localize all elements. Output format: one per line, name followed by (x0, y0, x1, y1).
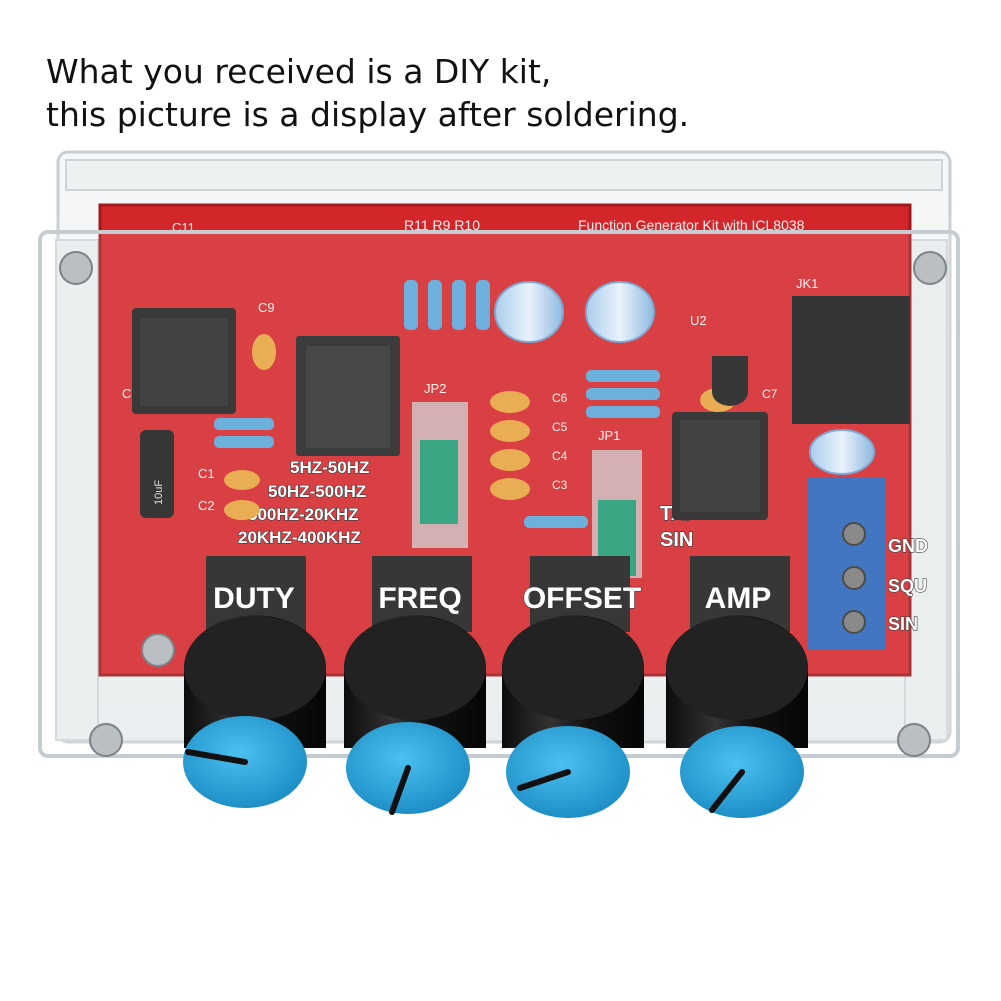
range-label-3: 500HZ-20KHZ (248, 505, 359, 524)
caption-line-1: What you received is a DIY kit, (46, 52, 552, 91)
electrolytic-capacitors: 10uF (140, 281, 875, 518)
resistor-r2 (214, 436, 274, 448)
resistor-r1 (214, 418, 274, 430)
resistor-r4 (586, 388, 660, 400)
range-label-1: 5HZ-50HZ (290, 458, 369, 477)
regulator-u2 (712, 356, 748, 406)
electrolytic-cap-3 (809, 429, 875, 475)
terminal-label-squ: SQU (888, 576, 927, 596)
screw-icon (897, 723, 931, 757)
knob-offset[interactable] (502, 615, 644, 818)
ceramic-cap-c5 (490, 420, 530, 442)
resistors (214, 280, 660, 528)
jumper-jp2 (420, 440, 458, 524)
pcb: Function Generator Kit with ICL8038 R11 … (98, 203, 929, 677)
ic-icl8038 (296, 336, 400, 456)
knob-freq[interactable] (344, 615, 486, 815)
range-label-2: 50HZ-500HZ (268, 482, 366, 501)
board-title: Function Generator Kit with ICL8038 (578, 217, 805, 233)
ceramic-cap-c9 (252, 334, 276, 370)
resistor-r9 (428, 280, 442, 330)
knob-offset-rim (502, 616, 644, 720)
knob-freq-pointer (389, 765, 411, 815)
terminal-screw-3 (842, 610, 866, 634)
knob-amp-pointer (709, 769, 745, 813)
ic-u1-top (140, 318, 228, 406)
label-c5: C5 (552, 420, 568, 434)
wave-label-sin: SIN (660, 529, 693, 551)
knob-duty-rim (184, 616, 326, 720)
caption-line-2: this picture is a display after solderin… (46, 95, 690, 134)
resistor-r6 (524, 516, 588, 528)
terminal-label-gnd: GND (888, 536, 928, 556)
knob-label-amp: AMP (705, 582, 772, 615)
label-c6: C6 (552, 391, 568, 405)
ceramic-cap-c4 (490, 449, 530, 471)
screw-icon (89, 723, 123, 757)
knob-label-duty: DUTY (213, 582, 295, 615)
ceramic-cap-c1 (224, 470, 260, 490)
knob-label-offset: OFFSET (523, 582, 641, 615)
acrylic-front-plate (38, 230, 960, 758)
resistor-r11 (404, 280, 418, 330)
screw-icon (59, 251, 93, 285)
ceramic-cap-c6 (490, 391, 530, 413)
electrolytic-cap-1 (494, 281, 564, 343)
label-c3: C3 (552, 478, 568, 492)
knob-duty[interactable] (183, 615, 326, 808)
label-c7: C7 (762, 387, 778, 401)
acrylic-top-edge (65, 159, 943, 191)
screw-icon (913, 251, 947, 285)
ic-u1 (132, 308, 236, 414)
terminal-block: GND SQU SIN (808, 478, 929, 650)
ceramic-cap-c2 (224, 500, 260, 520)
caption: What you received is a DIY kit, this pic… (46, 50, 689, 136)
ceramic-cap-c3 (490, 478, 530, 500)
knob-amp[interactable] (666, 615, 808, 818)
resistor-r10 (452, 280, 466, 330)
label-c2: C2 (198, 498, 215, 513)
label-c9: C9 (258, 300, 275, 315)
label-jk1: JK1 (796, 276, 818, 291)
terminal-screw-2 (842, 566, 866, 590)
label-c1: C1 (198, 466, 215, 481)
ceramic-capacitors (224, 334, 736, 520)
knob-offset-pointer (517, 769, 571, 791)
cap-marking: 10uF (153, 480, 165, 505)
ic-u3 (672, 412, 768, 520)
label-u2: U2 (690, 313, 707, 328)
case-screws (59, 251, 947, 757)
terminal-screw-1 (842, 522, 866, 546)
knob-amp-rim (666, 616, 808, 720)
ic-icl8038-top (306, 346, 390, 448)
label-jp1: JP1 (598, 428, 620, 443)
electrolytic-cap-2 (585, 281, 655, 343)
range-label-4: 20KHZ-400KHZ (238, 528, 361, 547)
resistor-labels: R11 R9 R10 (404, 217, 480, 233)
resistor-r12 (476, 280, 490, 330)
knob-freq-rim (344, 616, 486, 720)
electrolytic-cap-10uf (140, 430, 174, 518)
resistor-r5 (586, 406, 660, 418)
acrylic-left-side (55, 239, 99, 741)
knob-label-freq: FREQ (378, 582, 461, 615)
label-jp2: JP2 (424, 381, 446, 396)
terminal-label-sin: SIN (888, 614, 918, 634)
dc-jack-jk1 (792, 296, 910, 424)
knob-duty-pointer (185, 749, 248, 765)
resistor-r3 (586, 370, 660, 382)
ic-u3-top (680, 420, 760, 512)
label-c4: C4 (552, 449, 568, 463)
screw-icon (141, 633, 175, 667)
